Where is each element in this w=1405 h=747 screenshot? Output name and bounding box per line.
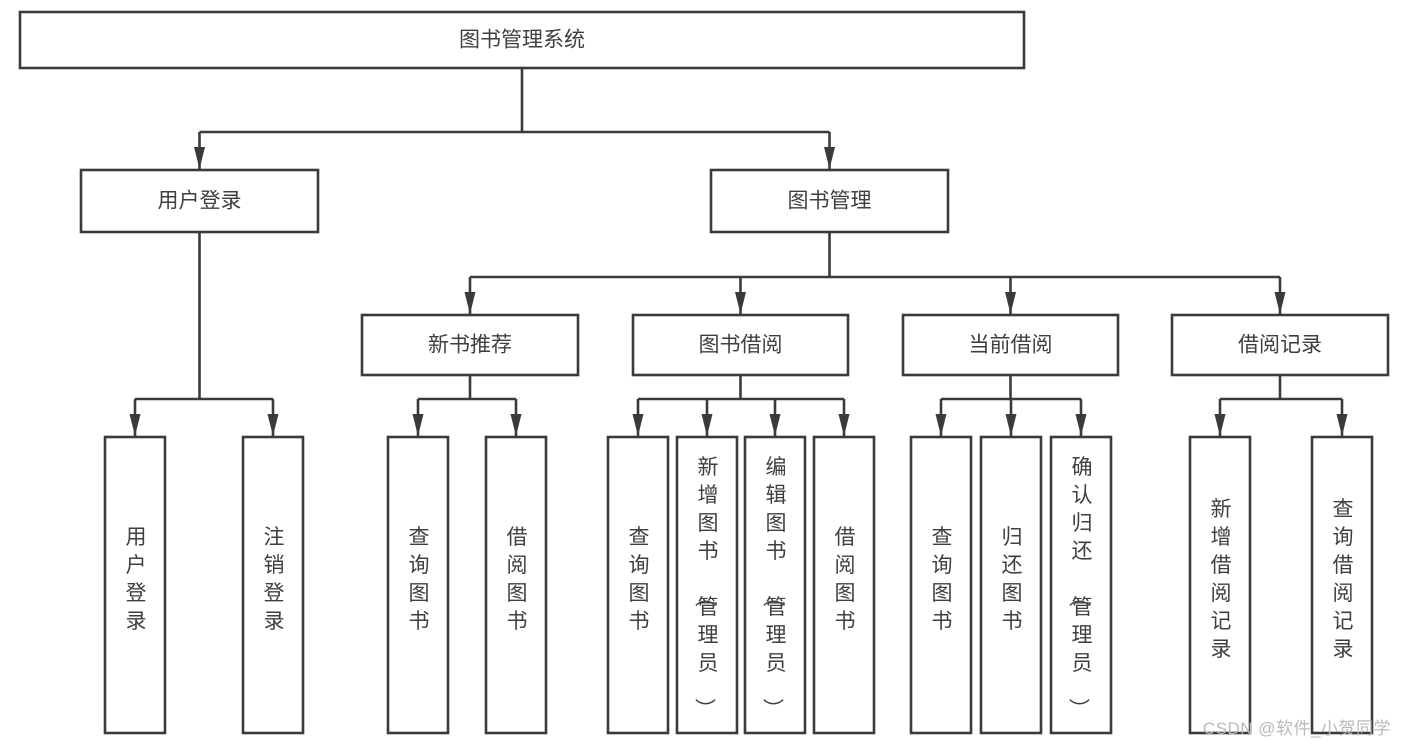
node-leaf-add-record[interactable]: 新增借阅记录	[1188, 435, 1252, 735]
node-current-borrow[interactable]: 当前借阅	[901, 313, 1120, 377]
node-box-current-borrow[interactable]	[901, 313, 1120, 377]
node-label-leaf-edit-book: 编辑图书（管理员）	[761, 456, 787, 719]
node-borrow-record[interactable]: 借阅记录	[1170, 313, 1390, 377]
node-book-manage[interactable]: 图书管理	[709, 168, 950, 234]
node-label-leaf-return-book: 归还图书	[1002, 526, 1023, 633]
node-box-leaf-add-record[interactable]	[1188, 435, 1252, 735]
node-label-user-login: 用户登录	[158, 190, 242, 213]
node-box-leaf-query-book-rec[interactable]	[386, 435, 450, 735]
arrow-head	[1075, 414, 1087, 436]
watermark-text: CSDN @软件_小贺同学	[1202, 719, 1391, 738]
edge-group-user-login	[129, 232, 279, 436]
edge-group-book-borrow	[632, 375, 850, 436]
arrow-head	[824, 147, 835, 169]
arrow-head	[1005, 414, 1017, 436]
arrow-head	[735, 292, 746, 314]
node-box-book-manage[interactable]	[709, 168, 950, 234]
node-leaf-borrow-book-rec[interactable]: 借阅图书	[484, 435, 548, 735]
node-box-user-login[interactable]	[79, 168, 320, 234]
node-label-leaf-user-login: 用户登录	[126, 526, 147, 633]
arrow-head	[838, 414, 850, 436]
node-label-root: 图书管理系统	[459, 29, 585, 52]
arrow-head	[464, 292, 476, 314]
arrow-head	[1214, 414, 1226, 436]
node-leaf-query-book-rec[interactable]: 查询图书	[386, 435, 450, 735]
node-box-borrow-record[interactable]	[1170, 313, 1390, 377]
node-label-leaf-confirm-return: 确认归还（管理员）	[1067, 456, 1093, 719]
arrow-head	[1274, 292, 1286, 314]
nodes-layer: 图书管理系统用户登录图书管理新书推荐图书借阅当前借阅借阅记录用户登录注销登录查询…	[18, 10, 1390, 735]
node-root[interactable]: 图书管理系统	[18, 10, 1026, 70]
node-box-new-book-recommend[interactable]	[360, 313, 580, 377]
node-leaf-add-book[interactable]: 新增图书（管理员）	[675, 435, 739, 735]
node-user-login[interactable]: 用户登录	[79, 168, 320, 234]
node-leaf-user-login[interactable]: 用户登录	[103, 435, 167, 735]
edge-group-new-book-recommend	[412, 375, 522, 436]
node-box-leaf-borrow-book[interactable]	[812, 435, 876, 735]
arrow-head	[194, 147, 205, 169]
edge-group-borrow-record	[1214, 375, 1348, 436]
node-label-leaf-query-book-borrow: 查询图书	[629, 526, 650, 633]
node-label-leaf-borrow-book: 借阅图书	[835, 526, 856, 633]
node-label-borrow-record: 借阅记录	[1238, 334, 1322, 357]
edge-group-book-manage	[464, 232, 1286, 314]
arrow-head	[769, 414, 781, 436]
node-label-leaf-logout: 注销登录	[264, 526, 285, 633]
node-leaf-logout[interactable]: 注销登录	[241, 435, 305, 735]
node-box-leaf-query-record[interactable]	[1310, 435, 1374, 735]
node-label-book-manage: 图书管理	[788, 190, 872, 213]
edge-group-root	[194, 68, 835, 169]
arrow-head	[1005, 292, 1016, 314]
node-box-leaf-user-login[interactable]	[103, 435, 167, 735]
node-box-root[interactable]	[18, 10, 1026, 70]
node-box-leaf-borrow-book-rec[interactable]	[484, 435, 548, 735]
node-box-leaf-return-book[interactable]	[979, 435, 1043, 735]
node-box-leaf-query-book-cur[interactable]	[909, 435, 973, 735]
arrow-head	[412, 414, 424, 436]
node-leaf-query-record[interactable]: 查询借阅记录	[1310, 435, 1374, 735]
node-leaf-edit-book[interactable]: 编辑图书（管理员）	[743, 435, 807, 735]
arrow-head	[632, 414, 644, 436]
node-new-book-recommend[interactable]: 新书推荐	[360, 313, 580, 377]
arrow-head	[701, 414, 713, 436]
node-label-leaf-query-book-cur: 查询图书	[932, 526, 953, 633]
node-box-leaf-logout[interactable]	[241, 435, 305, 735]
node-box-book-borrow[interactable]	[631, 313, 850, 377]
edge-group-current-borrow	[935, 375, 1087, 436]
node-box-leaf-add-book[interactable]	[675, 435, 739, 735]
node-leaf-borrow-book[interactable]: 借阅图书	[812, 435, 876, 735]
node-leaf-query-book-borrow[interactable]: 查询图书	[606, 435, 670, 735]
node-label-leaf-query-record: 查询借阅记录	[1333, 498, 1354, 661]
node-label-book-borrow: 图书借阅	[699, 334, 783, 357]
arrow-head	[935, 414, 947, 436]
node-label-leaf-query-book-rec: 查询图书	[409, 526, 430, 633]
node-book-borrow[interactable]: 图书借阅	[631, 313, 850, 377]
node-box-leaf-edit-book[interactable]	[743, 435, 807, 735]
node-leaf-query-book-cur[interactable]: 查询图书	[909, 435, 973, 735]
node-label-new-book-recommend: 新书推荐	[428, 334, 512, 357]
arrow-head	[267, 414, 279, 436]
node-label-leaf-borrow-book-rec: 借阅图书	[507, 526, 528, 633]
arrow-head	[129, 414, 141, 436]
arrow-head	[510, 414, 522, 436]
node-label-leaf-add-book: 新增图书（管理员）	[693, 456, 719, 719]
node-leaf-confirm-return[interactable]: 确认归还（管理员）	[1049, 435, 1113, 735]
node-box-leaf-query-book-borrow[interactable]	[606, 435, 670, 735]
edges-layer	[129, 68, 1348, 436]
node-leaf-return-book[interactable]: 归还图书	[979, 435, 1043, 735]
node-box-leaf-confirm-return[interactable]	[1049, 435, 1113, 735]
arrow-head	[1336, 414, 1348, 436]
node-label-leaf-add-record: 新增借阅记录	[1211, 498, 1232, 661]
node-label-current-borrow: 当前借阅	[969, 334, 1053, 357]
